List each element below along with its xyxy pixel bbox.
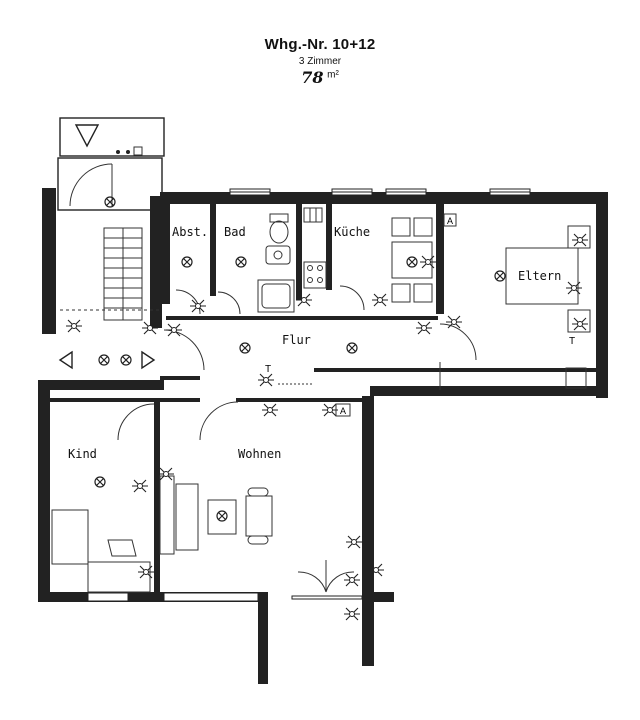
lamp-bad-icon	[235, 256, 247, 268]
bell-icon	[116, 146, 143, 156]
room-label-flur: Flur	[282, 333, 311, 347]
room-label-eltern: Eltern	[518, 269, 561, 283]
socket-marker-t2: T	[569, 336, 575, 347]
walls	[38, 192, 608, 684]
toilet-icon	[269, 213, 289, 244]
arrow-right-icon	[141, 350, 156, 370]
fixtures	[51, 207, 591, 593]
armchair-icon	[245, 487, 273, 545]
area-value: 78	[301, 68, 324, 87]
room-count: 3 Zimmer	[298, 56, 342, 67]
room-label-wohnen: Wohnen	[238, 447, 281, 461]
sofa-icon	[159, 475, 199, 555]
desk-icon	[51, 509, 151, 593]
lamp-wohnen-icon	[216, 510, 228, 522]
windows	[87, 188, 531, 602]
switch-icon-16	[137, 565, 155, 579]
hall-lamp-icon-2	[120, 354, 132, 366]
switch-icon-17	[345, 535, 363, 549]
doors	[117, 285, 477, 593]
switch-icon-14	[131, 479, 149, 493]
bed-icon	[505, 225, 591, 333]
switch-icon-21	[65, 319, 83, 333]
stairs	[103, 227, 143, 321]
stove-icon	[303, 261, 327, 289]
switch-icon-10	[419, 255, 437, 269]
lamp-flur-icon-1	[239, 342, 251, 354]
arrow-left-icon	[58, 350, 73, 370]
lamp-abst-icon	[181, 256, 193, 268]
socket-markers: A A T T	[265, 213, 575, 417]
hall-lamp-icon-1	[98, 354, 110, 366]
lamp-eltern-icon	[494, 270, 506, 282]
socket-marker-a2: A	[340, 406, 346, 416]
stairwell	[42, 117, 165, 370]
socket-marker-a1: A	[447, 216, 453, 226]
entrance-triangle-icon	[74, 124, 100, 148]
switch-icon-13	[565, 281, 583, 295]
switch-icon-12	[571, 317, 589, 331]
switch-icon-5	[415, 321, 433, 335]
area-unit: m²	[327, 69, 339, 81]
socket-marker-t1: T	[265, 364, 271, 375]
room-label-abst: Abst.	[172, 225, 208, 239]
area-label: 78 m²	[0, 68, 640, 87]
switch-icon-11	[571, 233, 589, 247]
switch-icon-1	[189, 299, 207, 313]
washbasin-icon	[265, 245, 291, 265]
shelf-icon	[303, 207, 323, 223]
coffee-table-icon	[207, 499, 237, 535]
plan-title: Whg.-Nr. 10+12	[264, 36, 376, 53]
lamp-kind-icon	[94, 476, 106, 488]
lamp-flur-icon-2	[346, 342, 358, 354]
bathtub-icon	[257, 279, 295, 313]
switch-icon-3	[371, 293, 389, 307]
switch-icon-8	[261, 403, 279, 417]
switch-icon-6	[165, 323, 183, 337]
room-label-bad: Bad	[224, 225, 246, 239]
stair-lamp-icon	[104, 196, 116, 208]
switch-icon-19	[343, 573, 361, 587]
switch-icon-18	[343, 607, 361, 621]
room-label-kueche: Küche	[334, 225, 370, 239]
room-label-kind: Kind	[68, 447, 97, 461]
switch-icon-7	[257, 373, 275, 387]
lamp-kueche-icon	[406, 256, 418, 268]
kitchen-table-icon	[391, 217, 433, 303]
